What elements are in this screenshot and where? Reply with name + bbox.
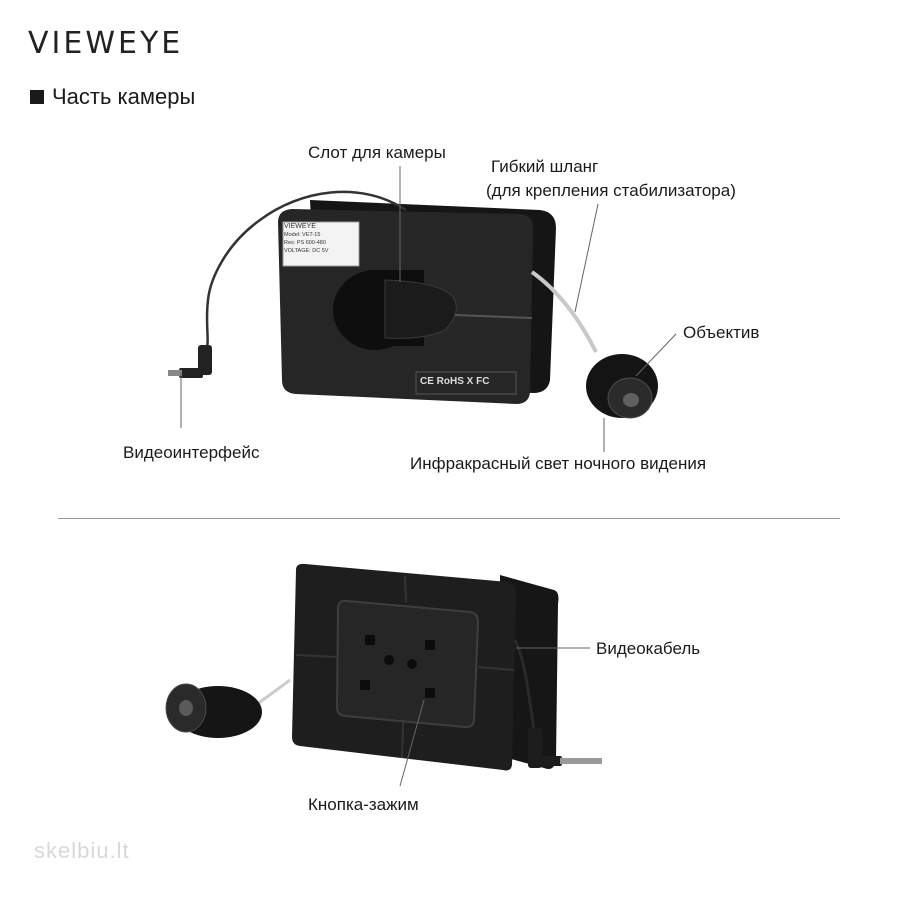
- sticker-line: Model: VET-15: [284, 232, 321, 238]
- label-video-interface: Видеоинтерфейс: [123, 443, 260, 462]
- sticker-line: Res: PS 600-480: [284, 240, 326, 246]
- compliance-marks: CE RoHS X FC: [420, 376, 490, 387]
- bottom-device-image: [165, 563, 602, 771]
- label-video-cable: Видеокабель: [596, 639, 701, 658]
- top-callouts: [180, 166, 677, 452]
- label-clip-button: Кнопка-зажим: [308, 795, 419, 814]
- label-ir-light: Инфракрасный свет ночного видения: [410, 454, 707, 473]
- label-lens: Объектив: [683, 323, 760, 342]
- sticker-line: VIEWEYE: [284, 223, 316, 230]
- section-heading: Часть камеры: [30, 84, 195, 110]
- bottom-callouts: [399, 647, 590, 787]
- label-flex-hose-note: (для крепления стабилизатора): [486, 181, 736, 200]
- section-divider: [58, 518, 840, 519]
- top-device-image: [168, 190, 658, 419]
- sticker-line: VOLTAGE: DC 5V: [284, 248, 329, 254]
- device-sticker: VIEWEYE Model: VET-15 Res: PS 600-480 VO…: [284, 223, 358, 255]
- brand-logo: VIEWEYE: [28, 26, 184, 61]
- section-title: Часть камеры: [52, 84, 196, 109]
- label-camera-slot: Слот для камеры: [308, 143, 446, 162]
- label-flex-hose: Гибкий шланг: [491, 157, 599, 176]
- watermark: skelbiu.lt: [34, 838, 130, 863]
- bullet-square-icon: [30, 90, 44, 104]
